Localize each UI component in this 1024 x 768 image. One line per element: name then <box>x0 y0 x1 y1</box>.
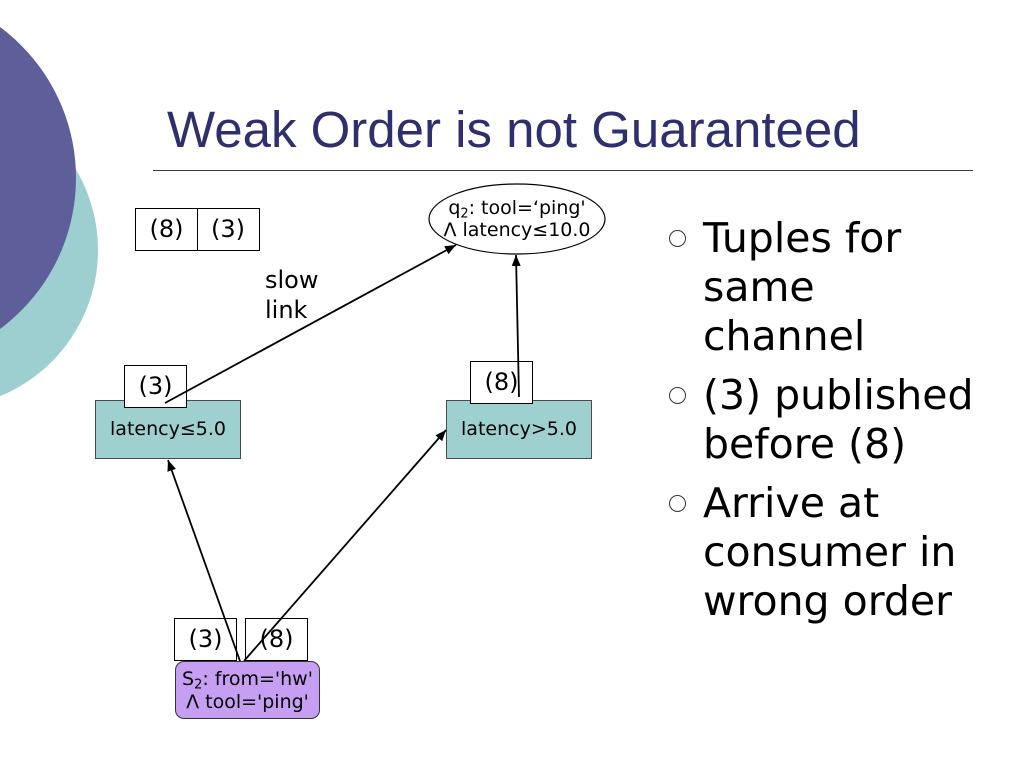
consumer-name: q <box>448 197 461 219</box>
bullet-text: Tuples for same channel <box>703 214 902 360</box>
source-predicate: : from='hw' <box>202 668 313 690</box>
filter-node-latency-le-5: latency≤5.0 <box>95 400 241 459</box>
title-divider <box>153 170 973 171</box>
consumer-subscript: 2 <box>460 206 469 222</box>
hollow-circle-bullet-icon <box>669 230 686 247</box>
tuple-label: (3) <box>188 625 223 653</box>
consumer-q2-label: q2: tool=‘ping' Λ latency≤10.0 <box>429 197 605 241</box>
tuple-label: (3) <box>211 215 245 243</box>
source-s2-line1: S2: from='hw' <box>176 668 319 693</box>
consumer-q2-ellipse <box>428 183 606 255</box>
decor-circle-dark <box>0 27 76 329</box>
tuple-label: (3) <box>138 372 173 400</box>
consumer-q2-line1: q2: tool=‘ping' <box>429 197 605 222</box>
filter-label: latency≤5.0 <box>110 418 226 440</box>
consumer-predicate: : tool=‘ping' <box>468 197 586 219</box>
arrival-tuple-box: (8) <box>135 208 198 251</box>
published-tuple-box: (3) <box>174 618 237 661</box>
bullet-text: Arrive at consumer in wrong order <box>703 479 957 625</box>
published-tuple-box: (8) <box>245 618 308 661</box>
tuple-label: (8) <box>259 625 294 653</box>
queued-tuple-box: (3) <box>124 365 187 408</box>
source-node-s2: S2: from='hw' Λ tool='ping' <box>175 661 320 719</box>
tuple-label: (8) <box>149 215 184 243</box>
filter-label: latency>5.0 <box>461 418 577 440</box>
bullet-text: (3) published before (8) <box>703 371 974 468</box>
queued-tuple-box: (8) <box>470 361 533 404</box>
tuple-label: (8) <box>484 368 519 396</box>
source-s2-line2: Λ tool='ping' <box>186 691 309 713</box>
bullet-item: Arrive at consumer in wrong order <box>669 479 982 626</box>
bullet-item: (3) published before (8) <box>669 371 982 469</box>
hollow-circle-bullet-icon <box>669 387 686 404</box>
slide-title: Weak Order is not Guaranteed <box>167 101 861 158</box>
source-name: S <box>182 668 195 690</box>
consumer-q2-line2: Λ latency≤10.0 <box>443 219 591 241</box>
bullet-item: Tuples for same channel <box>669 214 982 361</box>
arrival-tuple-box: (3) <box>196 208 260 251</box>
filter-node-latency-gt-5: latency>5.0 <box>446 400 592 459</box>
source-subscript: 2 <box>194 677 203 693</box>
bullet-list: Tuples for same channel (3) published be… <box>669 214 982 626</box>
hollow-circle-bullet-icon <box>669 495 686 512</box>
slow-link-label: slow link <box>265 266 319 324</box>
